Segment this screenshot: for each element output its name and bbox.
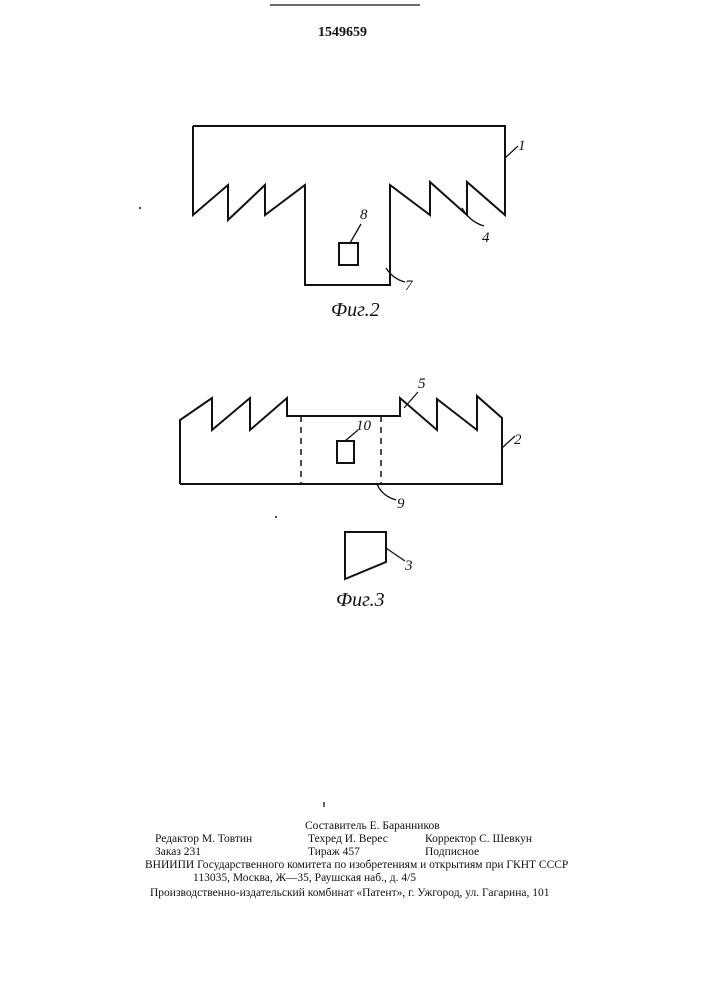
scan-speck — [139, 207, 141, 209]
fig3-caption: Фиг.3 — [336, 589, 385, 611]
imprint-composer: Составитель Е. Баранников — [305, 820, 440, 834]
leader-4 — [462, 208, 484, 226]
imprint-order: Заказ 231 — [155, 846, 201, 860]
leader-5 — [404, 392, 418, 408]
imprint-printer: Производственно-издательский комбинат «П… — [150, 887, 549, 901]
imprint-address: 113035, Москва, Ж—35, Раушская наб., д. … — [193, 872, 416, 886]
imprint-subscription: Подписное — [425, 846, 479, 860]
leader-9 — [377, 484, 396, 500]
leader-7 — [386, 268, 405, 282]
callout-5: 5 — [418, 376, 426, 392]
imprint-corrector: Корректор С. Шевкун — [425, 833, 532, 847]
leader-1 — [505, 146, 518, 158]
callout-9: 9 — [397, 496, 405, 512]
figure-3: 5 10 2 9 3 Фиг.3 — [180, 376, 522, 611]
callout-4: 4 — [482, 230, 490, 246]
fig3-wedge-3 — [345, 532, 386, 579]
figure-2: 1 4 8 7 Фиг.2 — [193, 126, 526, 321]
callout-10: 10 — [356, 418, 372, 434]
leader-8 — [350, 224, 361, 243]
patent-number: 1549659 — [318, 25, 367, 40]
callout-2: 2 — [514, 432, 522, 448]
scan-speck — [275, 516, 277, 518]
callout-7: 7 — [405, 278, 414, 294]
imprint-org: ВНИИПИ Государственного комитета по изоб… — [145, 859, 568, 873]
callout-3: 3 — [404, 558, 413, 574]
imprint-editor: Редактор М. Товтин — [155, 833, 252, 847]
fig2-caption: Фиг.2 — [331, 299, 380, 321]
fig2-outline — [193, 126, 505, 285]
imprint-circulation: Тираж 457 — [308, 846, 360, 860]
fig2-window-8 — [339, 243, 358, 265]
callout-8: 8 — [360, 207, 368, 223]
leader-3 — [386, 548, 405, 561]
fig3-window-10 — [337, 441, 354, 463]
callout-1: 1 — [518, 138, 526, 154]
imprint-techred: Техред И. Верес — [308, 833, 388, 847]
